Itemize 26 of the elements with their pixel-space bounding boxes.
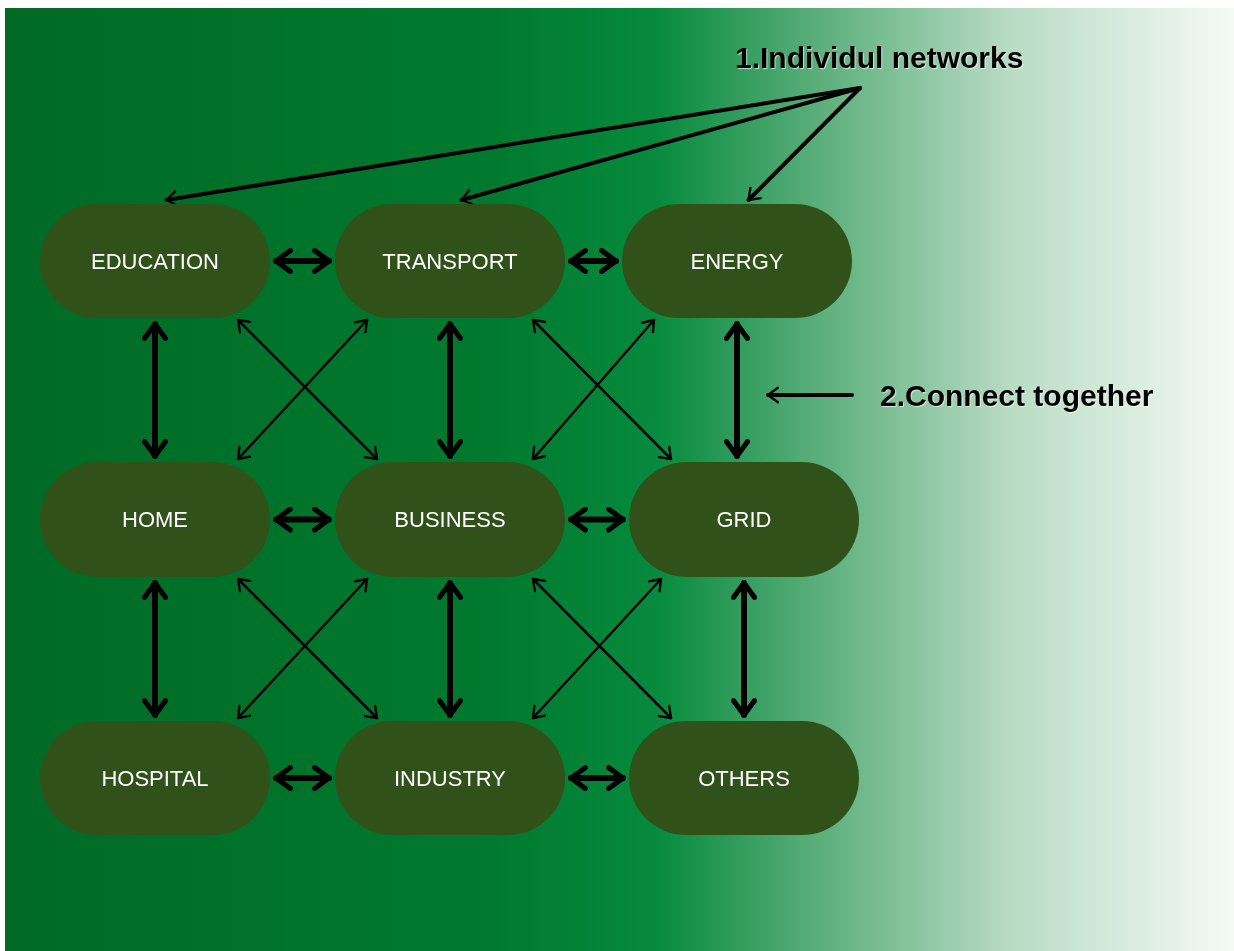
arrow [142,580,168,718]
rounded-box: OTHERS [629,721,859,835]
arrow [568,765,626,791]
arrow [766,386,854,404]
arrow [731,580,757,718]
rounded-box: EDUCATION [40,204,270,318]
arrow [746,86,862,202]
rounded-box: GRID [629,462,859,577]
rounded-box: INDUSTRY [335,721,565,835]
arrow [273,248,332,274]
arrow [568,506,626,533]
arrow [724,321,750,459]
annotation-text: 1.Individul networks [735,36,1080,78]
arrow [437,321,463,459]
rounded-box: BUSINESS [335,462,565,577]
rounded-box: ENERGY [622,204,852,318]
arrow [273,506,332,533]
arrow [568,248,619,274]
arrow [142,321,168,459]
arrow [273,765,332,791]
rounded-box: HOME [40,462,270,577]
annotation-text: 2.Connect together [880,374,1195,416]
rounded-box: HOSPITAL [40,721,270,835]
rounded-box: TRANSPORT [335,204,565,318]
arrow [459,86,862,206]
arrow [437,580,463,718]
